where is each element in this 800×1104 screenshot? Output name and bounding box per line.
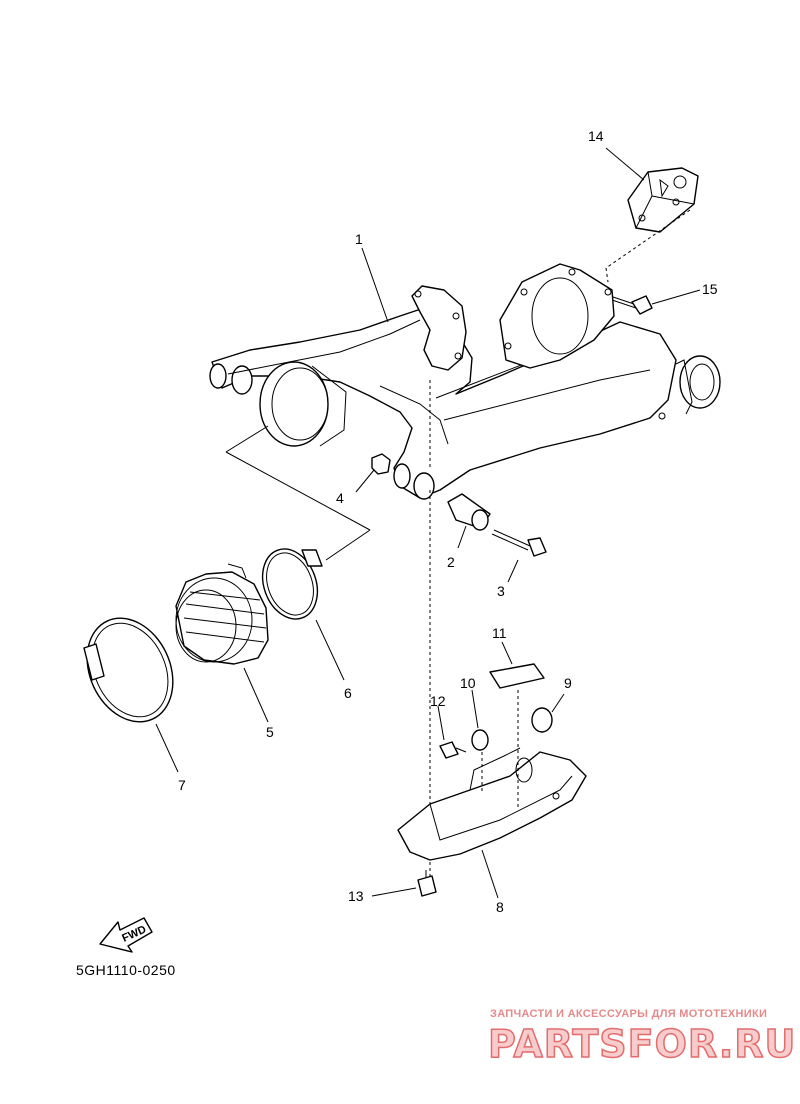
fwd-arrow-icon: FWD (99, 917, 153, 953)
callout-1: 1 (355, 231, 363, 247)
drawing-code: 5GH1110-0250 (76, 962, 176, 978)
nut-part-4 (355, 453, 391, 493)
callout-13: 13 (348, 888, 364, 904)
callout-5: 5 (266, 724, 274, 740)
callout-7: 7 (178, 777, 186, 793)
callout-14: 14 (588, 128, 604, 144)
callout-9: 9 (564, 675, 572, 691)
callout-3: 3 (497, 583, 505, 599)
callout-10: 10 (460, 675, 476, 691)
callout-8: 8 (496, 899, 504, 915)
collar-part-2 (447, 493, 491, 549)
clamp-part-7 (83, 617, 179, 773)
callout-6: 6 (344, 685, 352, 701)
bolt-part-12 (437, 705, 467, 759)
callout-15: 15 (702, 281, 718, 297)
pad-part-11 (489, 641, 545, 689)
bracket-part-14 (605, 167, 699, 283)
callout-11: 11 (492, 625, 507, 641)
leader-14 (605, 147, 645, 181)
clamp-part-6 (261, 548, 345, 681)
bolt-part-13 (371, 870, 437, 897)
guard-part-8 (397, 690, 587, 899)
leader-1 (361, 247, 389, 323)
bolt-part-3 (491, 529, 547, 583)
bolt-part-15 (609, 295, 653, 315)
swingarm-part-1 (209, 263, 721, 500)
callout-12: 12 (430, 693, 446, 709)
boot-part-5 (175, 563, 269, 723)
damper-part-10 (471, 689, 489, 751)
callout-2: 2 (447, 554, 455, 570)
watermark-logo: PARTSFOR.RU (487, 1021, 797, 1067)
boot-seat-ring (259, 361, 347, 447)
watermark-caption: ЗАПЧАСТИ И АКСЕССУАРЫ ДЛЯ МОТОТЕХНИКИ (490, 1008, 768, 1020)
damper-part-9 (531, 693, 565, 733)
leader-15 (651, 289, 701, 305)
callout-4: 4 (336, 490, 344, 506)
